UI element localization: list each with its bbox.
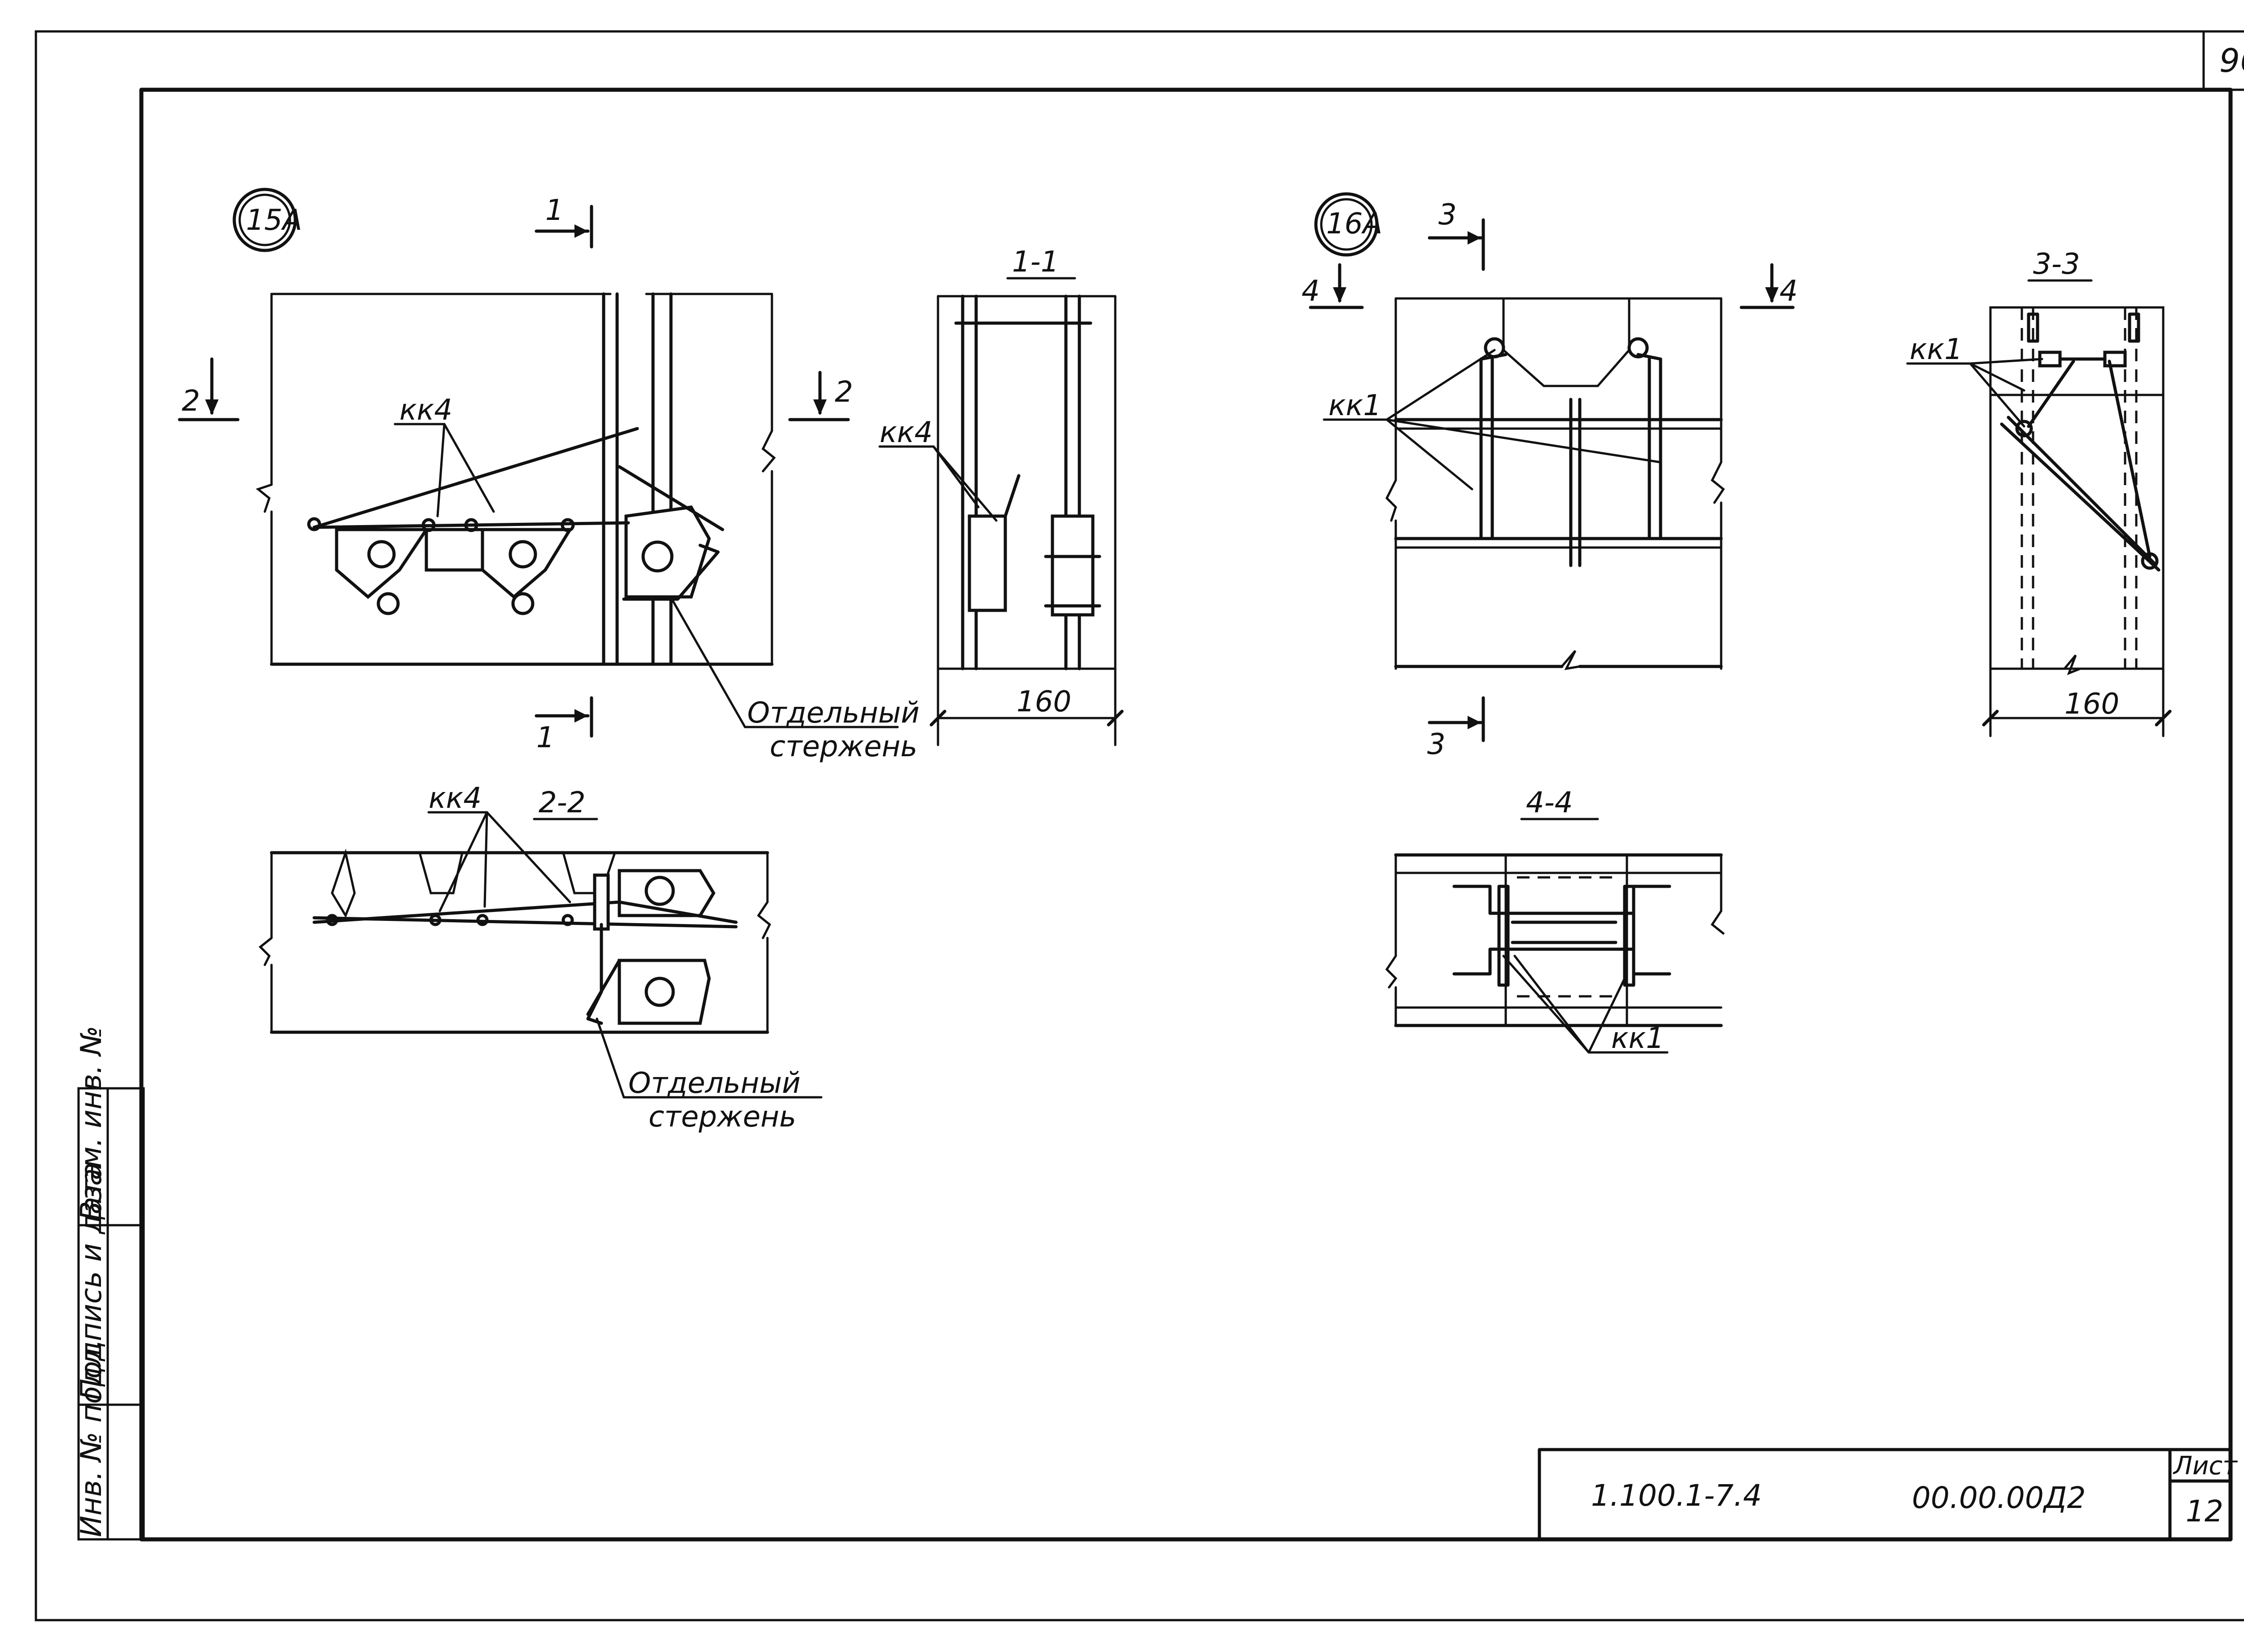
label-separate-rod-2-2-2: стержень	[649, 1100, 796, 1134]
section-mark-1-bottom: 1	[536, 721, 555, 754]
doc-code: 1.100.1-7.4	[1591, 1478, 1762, 1513]
drawing-code: 00.00.00Д2	[1912, 1481, 2086, 1515]
section-mark-3-bottom: 3	[1427, 728, 1446, 761]
section-4-4: 4-4 кк1	[1385, 786, 1725, 1055]
page-number-box	[2202, 30, 2244, 91]
dimension-160-3-3: 160	[2064, 688, 2119, 721]
section-mark-2-right: 2	[835, 376, 853, 409]
outer-frame	[35, 30, 2244, 1621]
label-kk1-4-4: кк1	[1611, 1022, 1664, 1055]
stamp-replaces-inv: Взам. инв. №	[75, 1025, 108, 1221]
title-section-1-1: 1-1	[1012, 245, 1059, 279]
title-section-2-2: 2-2	[539, 786, 586, 819]
section-1-1: 1-1 кк4 160	[878, 245, 1124, 746]
label-kk4-2-2: кк4	[429, 782, 482, 815]
title-section-4-4: 4-4	[1526, 786, 1573, 819]
callout-15a: 15А	[246, 204, 302, 237]
section-mark-1-top: 1	[545, 194, 564, 227]
title-block: 1.100.1-7.4 00.00.00Д2 Лист 12	[1538, 1448, 2238, 1541]
inner-frame	[139, 88, 2233, 1542]
callout-16a: 16А	[1326, 207, 1382, 241]
label-kk4-15a: кк4	[399, 394, 452, 427]
label-separate-rod-15a-1: Отдельный	[747, 697, 920, 730]
label-kk1-3-3: кк1	[1910, 333, 1963, 366]
label-separate-rod-15a-2: стержень	[770, 730, 917, 763]
node-16a: 16А 3 3 4 4	[1302, 192, 1798, 761]
section-mark-4-right: 4	[1779, 275, 1798, 308]
sheet-label: Лист	[2173, 1451, 2238, 1481]
stamp-signature-date: Подпись и дата	[75, 1162, 108, 1400]
node-15a: 15А 1 1 2 2	[178, 188, 920, 763]
section-2-2: 2-2 кк4 Отдельный стержень	[259, 782, 823, 1134]
label-kk4-1-1: кк4	[880, 416, 933, 449]
page-number: 96	[2219, 42, 2244, 79]
side-stamp: Инв. № подл. Подпись и дата Взам. инв. №	[75, 1025, 145, 1541]
stamp-inv-no: Инв. № подл.	[75, 1339, 108, 1537]
section-3-3: 3-3 кк1 160	[1906, 248, 2172, 737]
section-mark-2-left: 2	[182, 385, 200, 418]
dimension-160-1-1: 160	[1017, 685, 1071, 719]
label-kk1-16a: кк1	[1328, 389, 1381, 422]
label-separate-rod-2-2-1: Отдельный	[628, 1067, 801, 1100]
section-mark-4-left: 4	[1302, 275, 1320, 308]
sheet-number: 12	[2186, 1494, 2223, 1529]
section-mark-3-top: 3	[1438, 198, 1457, 232]
title-section-3-3: 3-3	[2033, 248, 2080, 281]
